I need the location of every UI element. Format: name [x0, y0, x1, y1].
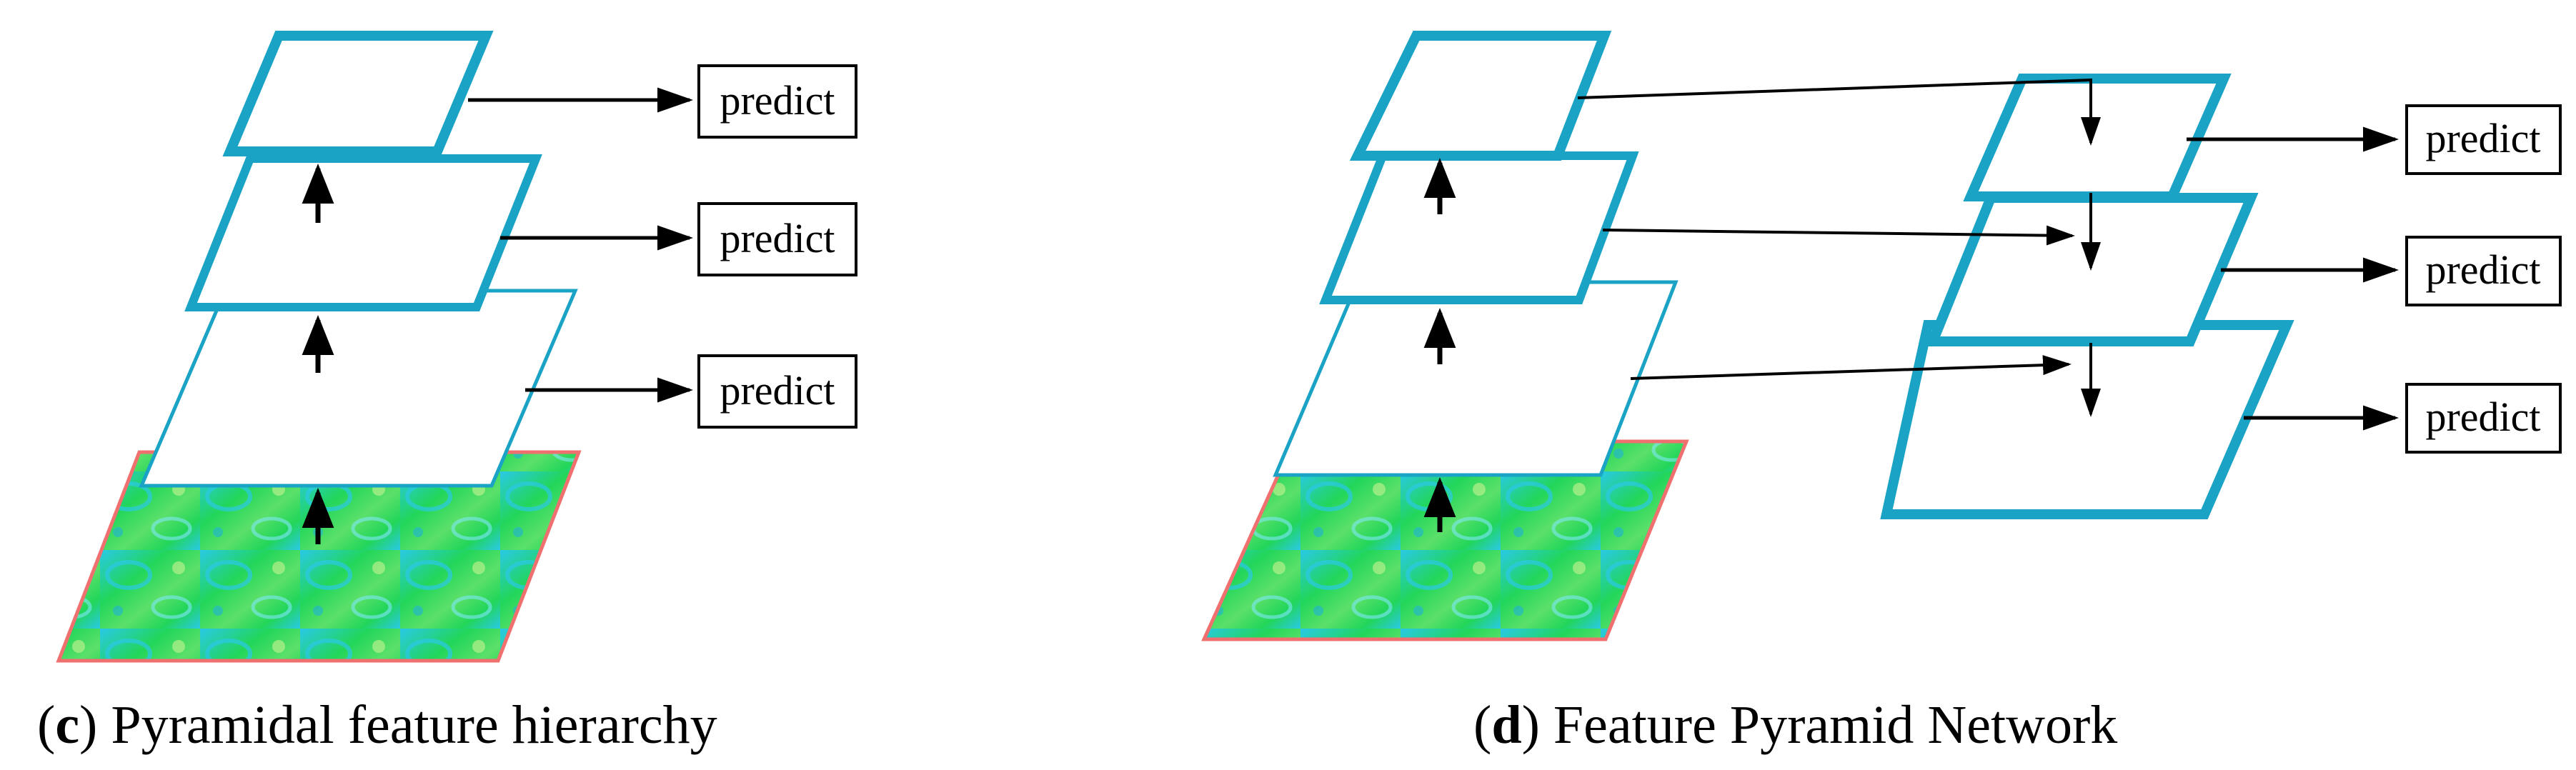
caption-d: (d) Feature Pyramid Network — [1473, 695, 2117, 755]
topdown-layer-d-3 — [1963, 74, 2232, 201]
predict-box-d-3: predict — [2405, 383, 2562, 454]
lateral-connection — [1630, 355, 2072, 380]
predict-box-c-3: predict — [697, 354, 857, 429]
feature-layer-c-2 — [184, 154, 542, 311]
predict-box-c-2: predict — [697, 202, 857, 276]
predict-label: predict — [2425, 115, 2540, 161]
feature-layer-d-2 — [1319, 151, 1639, 304]
lateral-connection — [1577, 78, 2101, 146]
lateral-connection — [1602, 225, 2075, 246]
predict-label: predict — [2425, 246, 2540, 293]
predict-label: predict — [720, 215, 835, 261]
panel-d: predict predict predict (d) Feature Pyra… — [1201, 31, 2562, 755]
predict-box-d-1: predict — [2405, 104, 2562, 175]
predict-label: predict — [720, 77, 835, 124]
predict-label: predict — [2425, 394, 2540, 440]
feature-layer-c-3 — [222, 31, 494, 156]
predict-box-c-1: predict — [697, 64, 857, 139]
feature-layer-d-3 — [1349, 31, 1612, 161]
predict-box-d-2: predict — [2405, 236, 2562, 306]
topdown-layer-d-1 — [1880, 320, 2294, 519]
panel-c: predict predict predict (c) Pyramidal fe… — [37, 31, 857, 755]
predict-label: predict — [720, 367, 835, 414]
caption-c: (c) Pyramidal feature hierarchy — [37, 695, 717, 755]
